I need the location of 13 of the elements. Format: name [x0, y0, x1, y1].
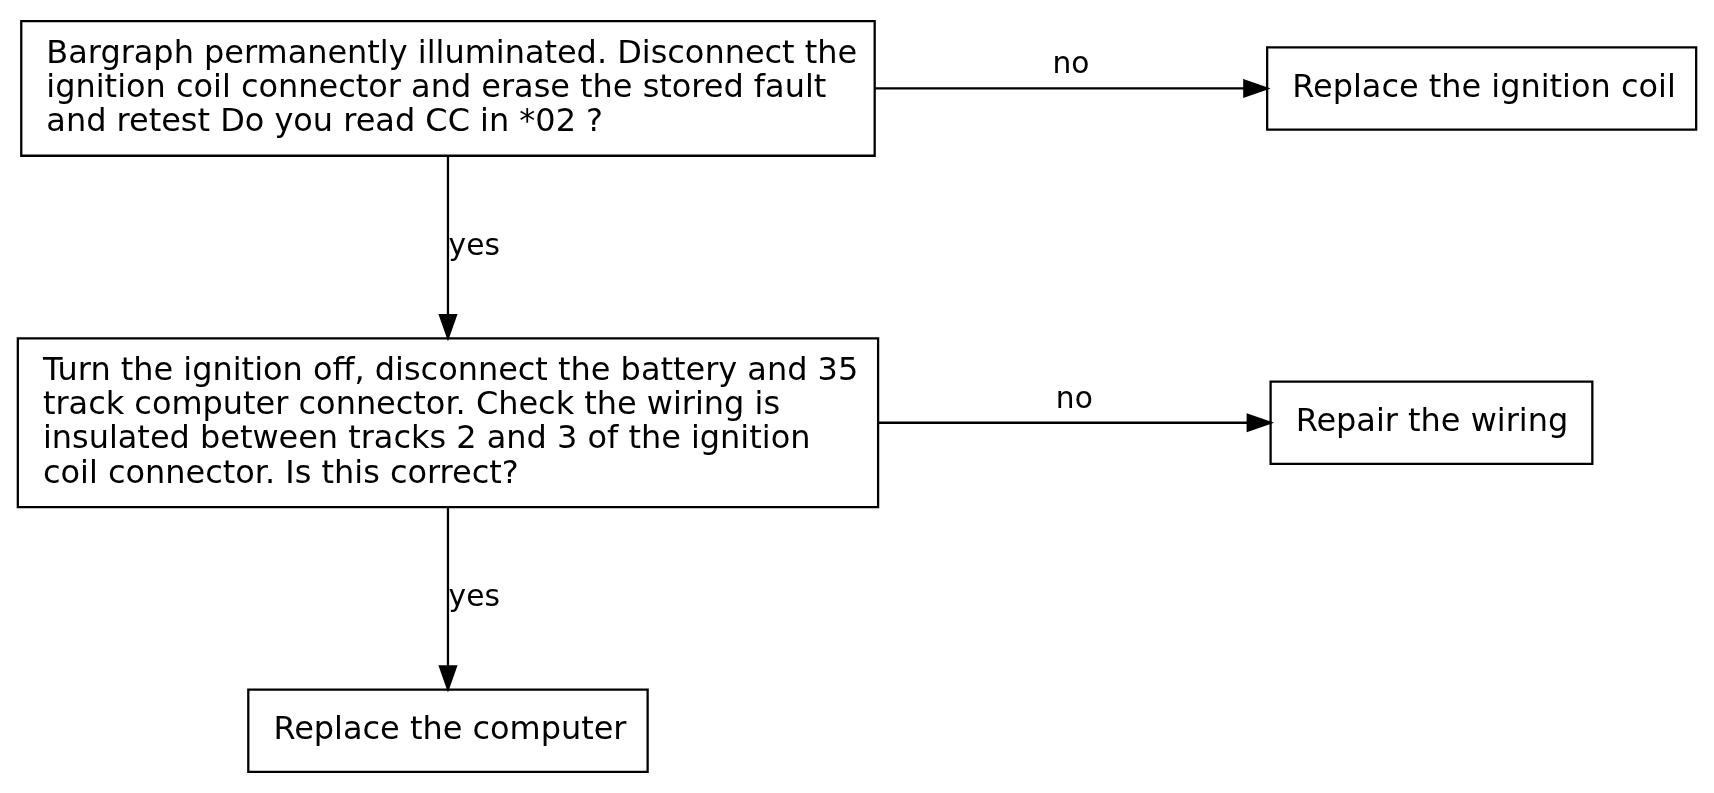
- arrow: [875, 78, 1271, 99]
- arrow: [438, 507, 458, 693]
- edge-label: no: [1055, 379, 1093, 415]
- node-box: Turn the ignition off, disconnect the battery and 35 track computer connector. Check the wiring is insulated between tracks 2 and 3 of the ignition coil connector. Is this correct?: [16, 337, 880, 509]
- node-box: Bargraph permanently illuminated. Disconnect the ignition coil connector and erase the stored fault and retest Do you read CC in *02 ?: [20, 20, 876, 157]
- edge-label: yes: [448, 578, 500, 614]
- edge-label: yes: [448, 226, 500, 262]
- arrow: [438, 155, 458, 342]
- node-box: Replace the ignition coil: [1266, 46, 1698, 131]
- node-box: Repair the wiring: [1269, 380, 1594, 465]
- edge-label: no: [1052, 45, 1090, 81]
- arrow: [878, 413, 1275, 433]
- node-box: Replace the computer: [247, 688, 649, 773]
